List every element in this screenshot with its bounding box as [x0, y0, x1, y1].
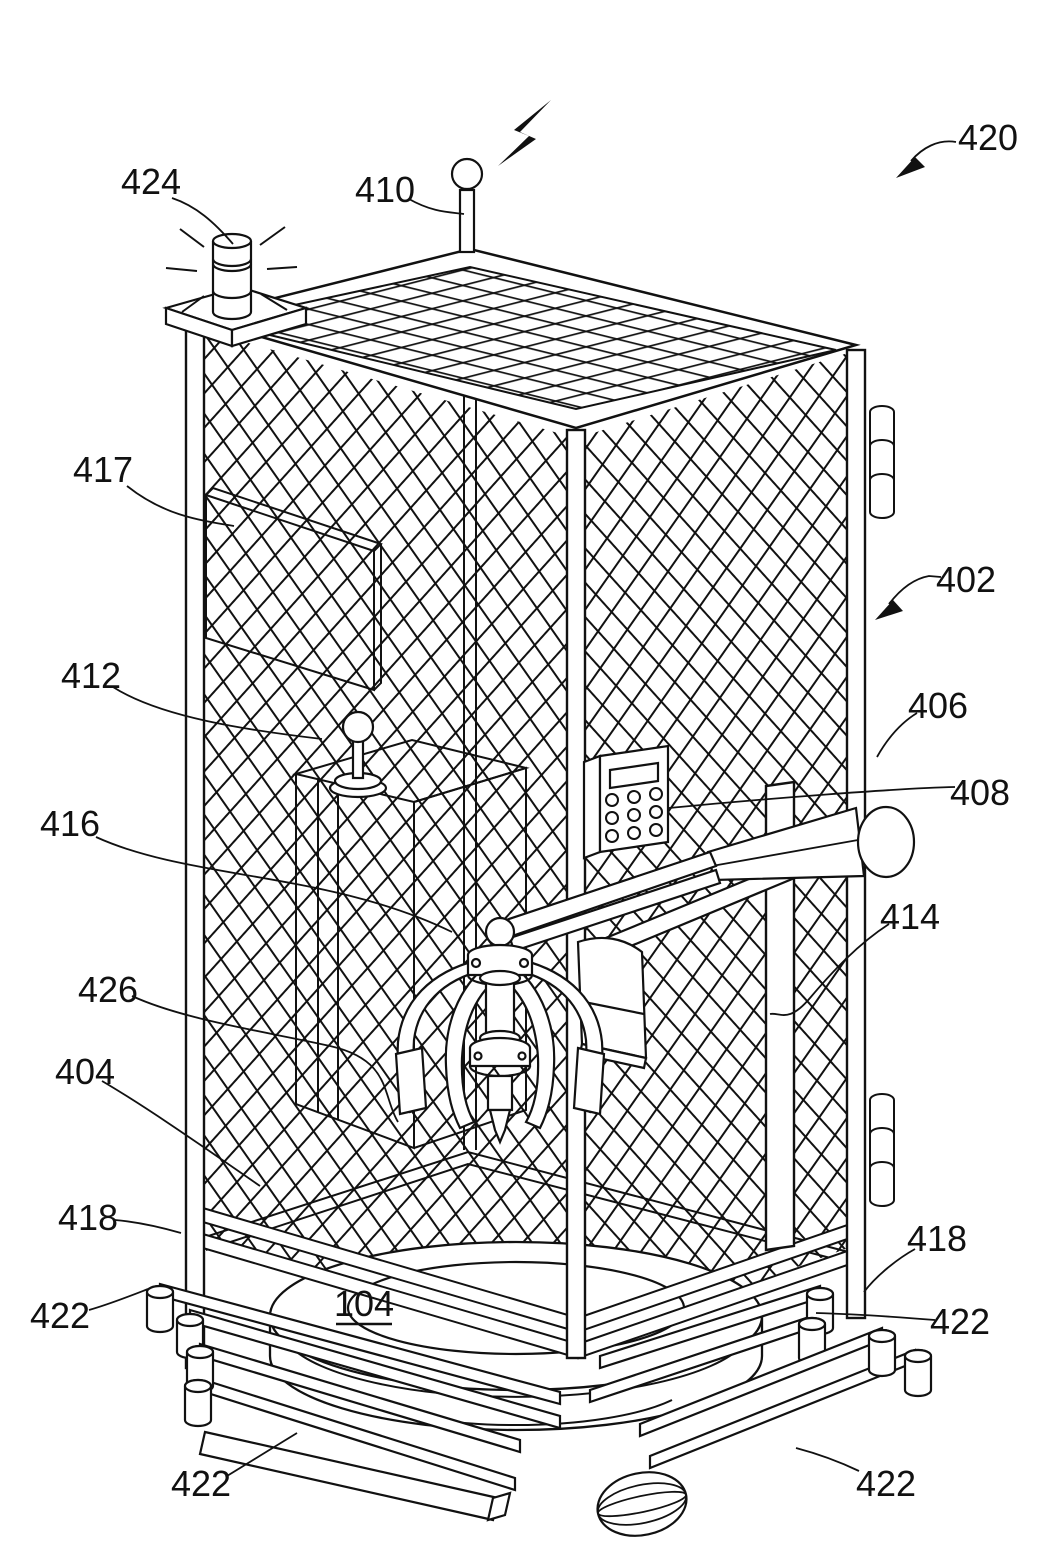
ref-label-408: 408: [950, 772, 1010, 813]
claw-arm-inner-left: [444, 962, 502, 1130]
fork-rear-left: [145, 1282, 562, 1430]
keypad: [582, 744, 670, 860]
leader-line-424: [171, 197, 234, 245]
ref-label-412: 412: [61, 655, 121, 696]
beacon-rays: [165, 226, 298, 313]
ref-label-406: 406: [908, 685, 968, 726]
mesh-left-face: [204, 330, 568, 1346]
arrowhead-402: [875, 600, 903, 620]
ref-label-416: 416: [40, 803, 100, 844]
leader-line-422-bottom-right: [795, 1447, 860, 1472]
claw-hook-right: [572, 1046, 606, 1116]
cage-mesh: [191, 247, 861, 1346]
leader-line-422-right: [815, 1312, 936, 1321]
ref-label-104: 104: [334, 1283, 394, 1324]
ref-label-418-left: 418: [58, 1197, 118, 1238]
ref-label-426: 426: [78, 969, 138, 1010]
ref-label-422-right: 422: [930, 1301, 990, 1342]
claw-arm-inner-right: [498, 962, 556, 1130]
left-corner-post: [184, 320, 206, 1370]
top-fixtures: [162, 100, 551, 348]
wireless-signal-icon: [498, 100, 551, 166]
arm-handle-cylinder: [856, 805, 916, 879]
fork-tines: [145, 1282, 933, 1522]
joystick-ball: [341, 710, 375, 744]
door-hinge-upper: [869, 405, 895, 519]
arrowhead-420: [896, 157, 925, 178]
ref-label-410: 410: [355, 169, 415, 210]
leader-line-422-left: [88, 1288, 149, 1311]
beacon-light: [165, 226, 298, 321]
ref-label-420: 420: [958, 117, 1018, 158]
fork-front-right: [638, 1326, 933, 1470]
fork-front-left: [183, 1342, 522, 1522]
cage-top: [191, 247, 861, 430]
leader-line-418-left: [114, 1219, 182, 1234]
leader-line-404: [101, 1080, 261, 1187]
gripper-claw: [394, 916, 606, 1145]
joystick: [328, 710, 388, 799]
leader-line-417: [126, 485, 235, 527]
keypad-display: [608, 761, 660, 790]
ref-label-414: 414: [880, 896, 940, 937]
leader-line-410: [408, 198, 465, 215]
reference-labels: 424 410 420 417 402 412 406 408 416 414 …: [30, 117, 1018, 1504]
ref-label-422-bottom-left: 422: [171, 1463, 231, 1504]
ref-label-424: 424: [121, 161, 181, 202]
antenna: [450, 157, 484, 254]
leader-line-426: [131, 995, 399, 1123]
fork-rear-right: [588, 1284, 835, 1404]
leader-line-408: [668, 786, 956, 809]
leader-line-418-right: [863, 1248, 916, 1293]
operator-controls: [328, 710, 916, 1145]
ref-label-418-right: 418: [907, 1218, 967, 1259]
ref-label-422-left: 422: [30, 1295, 90, 1336]
antenna-ball: [450, 157, 484, 191]
door-edge-rail: [764, 780, 796, 1252]
ref-label-404: 404: [55, 1051, 115, 1092]
leader-lines: [88, 140, 957, 1477]
leader-line-422-bottom-left: [226, 1432, 298, 1477]
leader-line-406: [876, 712, 918, 758]
leader-line-414: [769, 923, 890, 1016]
door-hinge-lower: [869, 1093, 895, 1207]
keypad-buttons: [605, 787, 663, 843]
robotic-arm: [504, 805, 916, 1070]
claw-hook-left: [394, 1046, 428, 1116]
ref-label-422-bottom-right: 422: [856, 1463, 916, 1504]
leader-line-412: [112, 686, 323, 740]
claw-center-spike: [488, 1108, 512, 1145]
claw-pivot-ball: [484, 916, 516, 948]
drive-wheel: [596, 1471, 688, 1537]
ref-label-417: 417: [73, 449, 133, 490]
leader-line-402: [888, 575, 942, 605]
ref-label-402: 402: [936, 559, 996, 600]
leader-line-416: [95, 836, 453, 933]
leader-line-420: [910, 140, 957, 162]
